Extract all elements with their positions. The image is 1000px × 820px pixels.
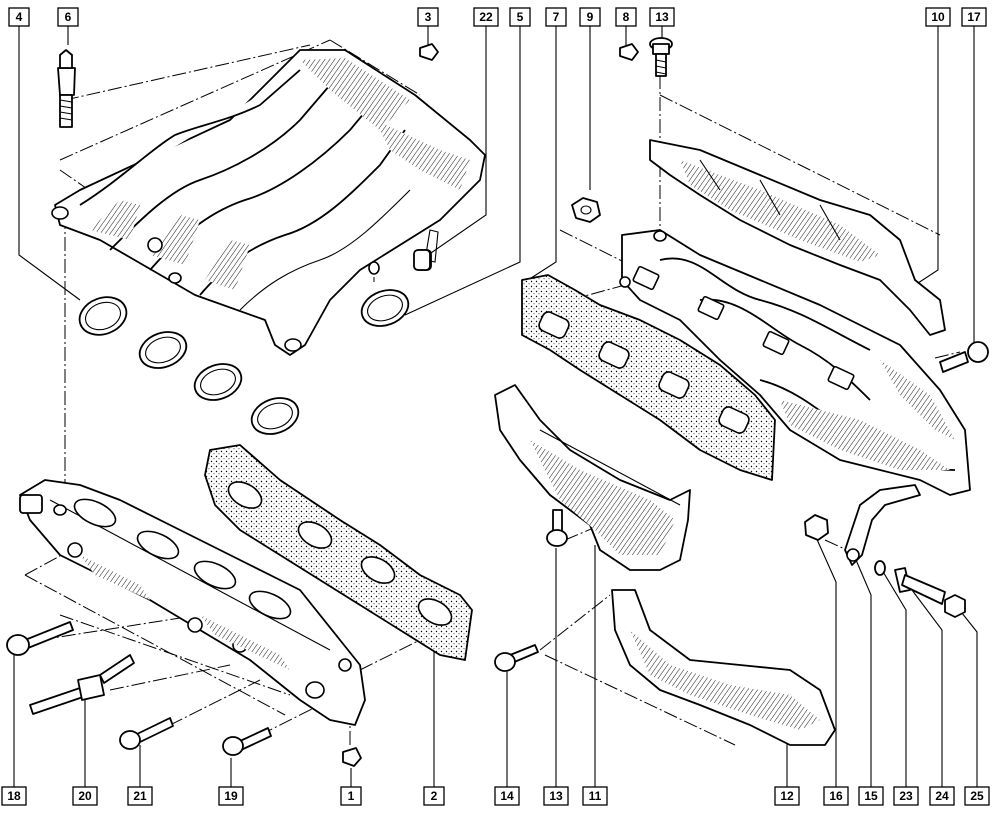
callout-10: 10: [925, 7, 951, 27]
svg-text:3: 3: [425, 10, 432, 24]
intake-manifold-upper: [51, 49, 486, 356]
callout-24: 24: [929, 786, 955, 806]
callout-2: 2: [423, 786, 445, 806]
svg-text:18: 18: [7, 789, 21, 803]
exhaust-gasket: [521, 274, 776, 481]
svg-text:11: 11: [589, 789, 602, 803]
bolt-24: [894, 567, 946, 605]
lower-heat-shield: [494, 384, 691, 571]
svg-text:24: 24: [935, 789, 949, 803]
svg-text:7: 7: [553, 10, 560, 24]
callout-14: 14: [494, 786, 520, 806]
svg-text:19: 19: [224, 789, 238, 803]
bolt-13-top: [649, 37, 673, 77]
callout-3: 3: [417, 7, 439, 27]
svg-text:15: 15: [864, 789, 878, 803]
svg-text:20: 20: [78, 789, 92, 803]
bolt-19: [222, 727, 272, 756]
svg-text:17: 17: [967, 10, 981, 24]
downpipe-heat-shield: [611, 589, 836, 746]
intake-gasket: [204, 444, 473, 661]
bolt-17: [939, 341, 989, 373]
callout-16: 16: [823, 786, 849, 806]
callout-9: 9: [579, 7, 601, 27]
svg-text:8: 8: [623, 10, 630, 24]
svg-text:25: 25: [970, 789, 984, 803]
svg-text:13: 13: [655, 10, 669, 24]
callout-11: 11: [582, 786, 608, 806]
callout-4: 4: [8, 7, 30, 27]
bolt-21: [119, 717, 174, 750]
svg-text:21: 21: [133, 789, 147, 803]
callout-13-top: 13: [649, 7, 675, 27]
svg-text:4: 4: [16, 10, 23, 24]
bolt-14: [494, 644, 539, 672]
svg-text:9: 9: [587, 10, 594, 24]
svg-text:6: 6: [65, 10, 72, 24]
callout-15: 15: [858, 786, 884, 806]
svg-text:12: 12: [780, 789, 794, 803]
callout-13-bottom: 13: [543, 786, 569, 806]
stud-20: [29, 654, 135, 715]
intake-manifold-lower: [19, 479, 366, 726]
intake-gasket-rings: [78, 289, 410, 435]
svg-text:10: 10: [931, 10, 945, 24]
svg-text:14: 14: [500, 789, 514, 803]
svg-text:2: 2: [431, 789, 438, 803]
svg-text:1: 1: [348, 789, 355, 803]
svg-text:22: 22: [479, 10, 493, 24]
callout-23: 23: [893, 786, 919, 806]
upper-heat-shield: [649, 139, 946, 336]
callout-17: 17: [961, 7, 987, 27]
callout-5: 5: [509, 7, 531, 27]
bolt-13-bottom: [546, 509, 568, 547]
stud-6: [57, 49, 76, 128]
callout-22: 22: [473, 7, 499, 27]
svg-text:13: 13: [549, 789, 563, 803]
callout-boxes-bottom: 18 20 21 19 1 2 14 13 11 12 16 15 23 24 …: [1, 786, 990, 806]
callout-19: 19: [218, 786, 244, 806]
callout-18: 18: [1, 786, 27, 806]
leader-lines: [13, 25, 978, 787]
callout-12: 12: [774, 786, 800, 806]
callout-7: 7: [545, 7, 567, 27]
callout-21: 21: [127, 786, 153, 806]
callout-1: 1: [340, 786, 362, 806]
callout-20: 20: [72, 786, 98, 806]
exhaust-manifold: [619, 229, 971, 496]
svg-text:23: 23: [899, 789, 913, 803]
support-bracket: [844, 484, 921, 566]
fasteners: [6, 37, 989, 767]
callout-boxes-top: 4 6 3 22 5 7 9 8 13 10 17: [8, 7, 987, 27]
bolt-18: [6, 621, 74, 656]
svg-text:5: 5: [517, 10, 524, 24]
svg-text:16: 16: [829, 789, 843, 803]
callout-25: 25: [964, 786, 990, 806]
callout-6: 6: [57, 7, 79, 27]
callout-8: 8: [615, 7, 637, 27]
